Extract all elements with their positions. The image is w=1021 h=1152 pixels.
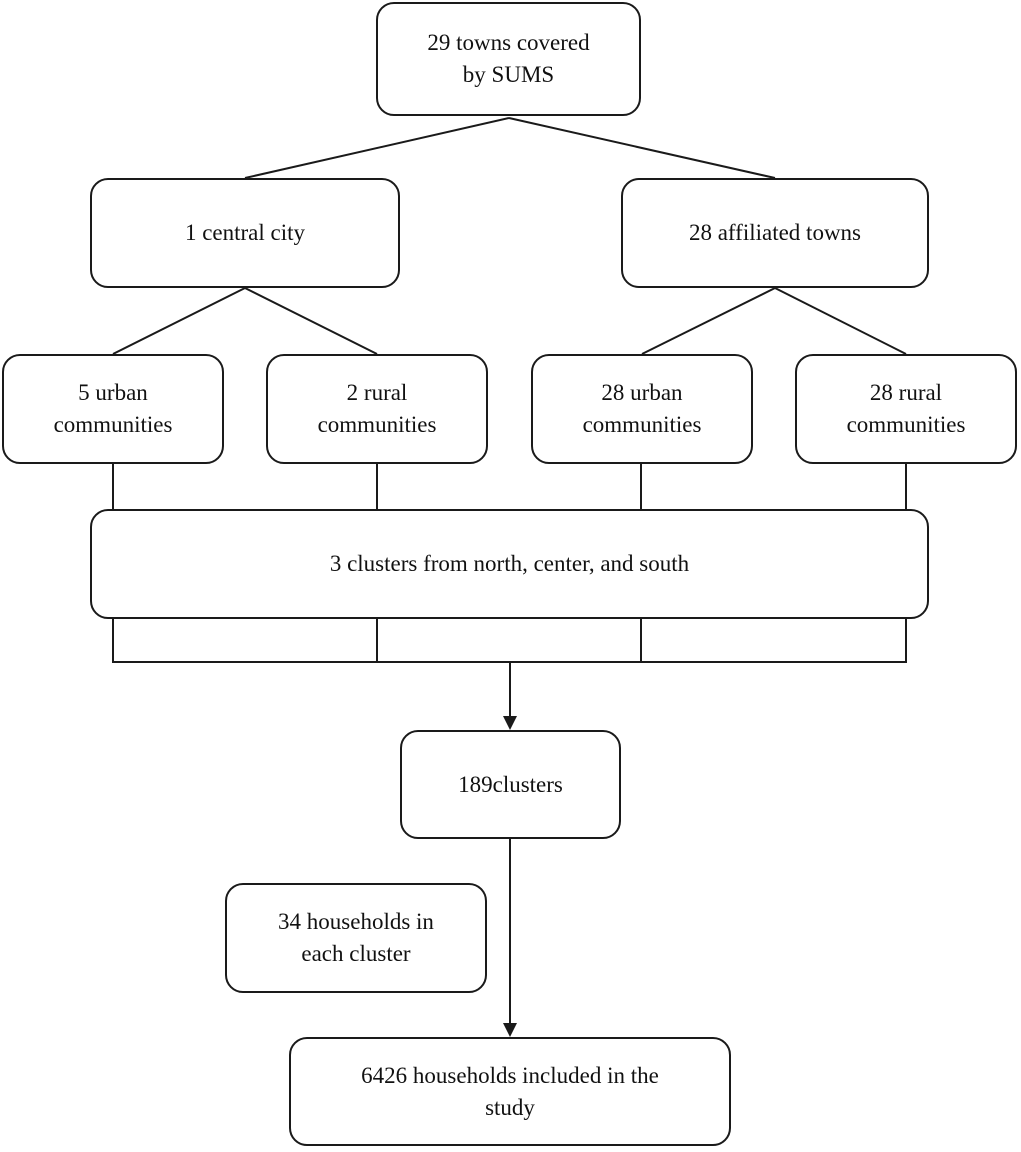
node-29-towns-label: 29 towns covered by SUMS — [427, 30, 590, 87]
node-29-towns: 29 towns covered by SUMS — [376, 2, 641, 116]
node-central-rural-communities: 2 rural communities — [266, 354, 488, 464]
node-affiliated-towns: 28 affiliated towns — [621, 178, 929, 288]
node-6426-households: 6426 households included in the study — [289, 1037, 731, 1146]
connector-affiliated-to-urban — [641, 287, 776, 355]
arrowhead-to-6426 — [503, 1023, 517, 1037]
node-affiliated-towns-label: 28 affiliated towns — [688, 220, 862, 245]
node-34-households-label: 34 households in each cluster — [278, 909, 434, 966]
node-affiliated-urban-communities: 28 urban communities — [531, 354, 753, 464]
node-central-city: 1 central city — [90, 178, 400, 288]
arrowhead-to-189 — [503, 716, 517, 730]
node-189-clusters-label: 189clusters — [458, 771, 563, 797]
node-affiliated-rural-communities: 28 rural communities — [795, 354, 1017, 464]
node-affiliated-rural-label: 28 rural communities — [846, 380, 966, 437]
node-6426-households-label: 6426 households included in the study — [361, 1062, 659, 1120]
node-34-households: 34 households in each cluster — [225, 883, 487, 993]
connector-central-to-rural — [244, 287, 378, 355]
connector-root-to-affiliated — [508, 117, 776, 179]
node-189-clusters: 189clusters — [400, 730, 621, 839]
connector-affiliated-to-rural — [774, 287, 907, 355]
node-central-urban-label: 5 urban communities — [53, 380, 173, 437]
connector-central-to-urban — [112, 287, 246, 355]
node-3-clusters-label: 3 clusters from north, center, and south — [329, 551, 690, 576]
connector-root-to-central — [244, 117, 510, 179]
node-central-city-label: 1 central city — [184, 220, 306, 245]
node-central-urban-communities: 5 urban communities — [2, 354, 224, 464]
node-central-rural-label: 2 rural communities — [317, 380, 437, 437]
node-3-clusters-regions: 3 clusters from north, center, and south — [90, 509, 929, 619]
node-affiliated-urban-label: 28 urban communities — [582, 380, 702, 437]
